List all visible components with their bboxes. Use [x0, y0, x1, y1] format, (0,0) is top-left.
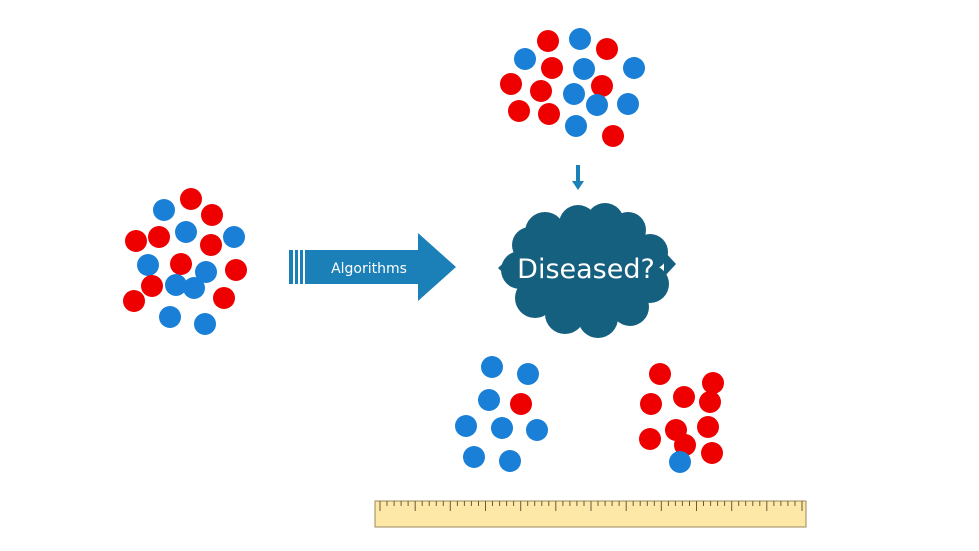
blue-dot [586, 94, 608, 116]
red-dot [141, 275, 163, 297]
red-dot [701, 442, 723, 464]
down-arrow-icon [572, 165, 584, 190]
red-dot [538, 103, 560, 125]
red-dot [225, 259, 247, 281]
red-dot [591, 75, 613, 97]
blue-dot [573, 58, 595, 80]
blue-dot [455, 415, 477, 437]
algorithms-label: Algorithms [331, 261, 407, 277]
red-dot [125, 230, 147, 252]
blue-dot [478, 389, 500, 411]
new-samples-cluster [500, 28, 645, 147]
red-dot [201, 204, 223, 226]
ruler-ticks [379, 501, 803, 511]
diseased-cloud: Diseased? [498, 203, 676, 338]
blue-dot [517, 363, 539, 385]
algorithms-arrow: Algorithms [289, 233, 456, 301]
blue-dot [565, 115, 587, 137]
blue-dot [195, 261, 217, 283]
red-dot [510, 393, 532, 415]
blue-dot [526, 419, 548, 441]
red-dot [148, 226, 170, 248]
blue-dot [165, 274, 187, 296]
diseased-group-cluster [639, 363, 724, 473]
red-dot [170, 253, 192, 275]
red-dot [699, 391, 721, 413]
blue-dot [569, 28, 591, 50]
red-dot [541, 57, 563, 79]
red-dot [596, 38, 618, 60]
red-dot [702, 372, 724, 394]
blue-dot [194, 313, 216, 335]
red-dot [200, 234, 222, 256]
blue-dot [463, 446, 485, 468]
blue-dot [137, 254, 159, 276]
red-dot [640, 393, 662, 415]
red-dot [123, 290, 145, 312]
healthy-group-cluster [455, 356, 548, 472]
red-dot [697, 416, 719, 438]
red-dot [500, 73, 522, 95]
blue-dot [669, 451, 691, 473]
blue-dot [223, 226, 245, 248]
blue-dot [514, 48, 536, 70]
red-dot [602, 125, 624, 147]
red-dot [537, 30, 559, 52]
red-dot [180, 188, 202, 210]
red-dot [213, 287, 235, 309]
blue-dot [183, 277, 205, 299]
red-dot [674, 434, 696, 456]
ruler-icon [374, 500, 807, 528]
red-dot [530, 80, 552, 102]
blue-dot [563, 83, 585, 105]
blue-dot [153, 199, 175, 221]
red-dot [673, 386, 695, 408]
blue-dot [623, 57, 645, 79]
blue-dot [159, 306, 181, 328]
diseased-label: Diseased? [517, 254, 655, 285]
blue-dot [491, 417, 513, 439]
blue-dot [175, 221, 197, 243]
blue-dot [499, 450, 521, 472]
blue-dot [481, 356, 503, 378]
training-set-cluster [123, 188, 247, 335]
red-dot [649, 363, 671, 385]
red-dot [639, 428, 661, 450]
blue-dot [617, 93, 639, 115]
red-dot [508, 100, 530, 122]
